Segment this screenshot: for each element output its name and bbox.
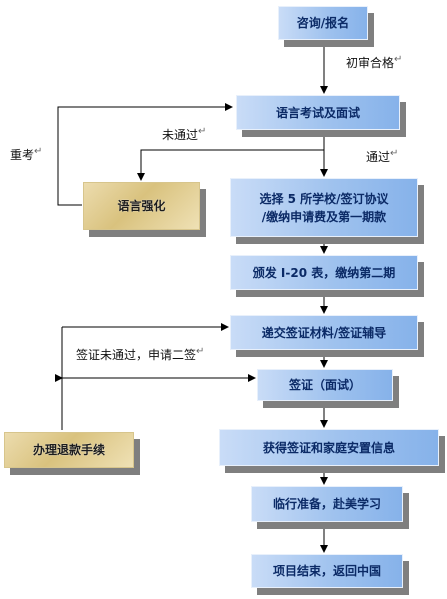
node-submit-visa-text: 递交签证材料/签证辅导	[261, 325, 387, 340]
node-consult-text: 咨询/报名	[296, 16, 350, 30]
node-language-boost-text: 语言强化	[117, 199, 166, 213]
node-visa-interview: 签证（面试）	[257, 369, 393, 401]
node-visa-info-text: 获得签证和家庭安置信息	[262, 440, 395, 455]
node-end: 项目结束，返回中国	[251, 554, 403, 588]
label-not-pass-text: 未通过	[162, 128, 199, 142]
label-initial-pass: 初审合格↵	[346, 54, 403, 71]
node-select-line1: 选择 5 所学校/签订协议	[259, 191, 389, 206]
node-refund-text: 办理退款手续	[32, 443, 105, 457]
arrow-retake	[57, 103, 233, 206]
label-not-pass: 未通过↵	[162, 126, 207, 143]
node-prepare-text: 临行准备，赴美学习	[272, 497, 381, 511]
label-retake-text: 重考	[10, 148, 35, 162]
node-language-boost: 语言强化	[83, 182, 200, 230]
label-initial-pass-text: 初审合格	[346, 56, 395, 70]
node-visa-interview-text: 签证（面试）	[288, 378, 361, 392]
node-select-schools: 选择 5 所学校/签订协议 /缴纳申请费及第一期款	[230, 178, 418, 237]
node-language-test: 语言考试及面试	[236, 95, 400, 130]
node-language-test-text: 语言考试及面试	[275, 105, 360, 120]
node-visa-info: 获得签证和家庭安置信息	[219, 429, 439, 466]
node-issue-i20: 颁发 I-20 表，缴纳第二期	[230, 255, 418, 290]
node-submit-visa: 递交签证材料/签证辅导	[230, 315, 418, 350]
node-end-text: 项目结束，返回中国	[272, 564, 381, 578]
label-pass-text: 通过	[366, 150, 391, 164]
node-refund: 办理退款手续	[4, 432, 134, 468]
label-pass: 通过↵	[366, 148, 399, 165]
label-visa-fail: 签证未通过，申请二签↵	[76, 346, 205, 363]
label-visa-fail-text: 签证未通过，申请二签	[76, 348, 197, 362]
node-consult: 咨询/报名	[278, 6, 368, 40]
arrow-not-pass	[137, 149, 324, 181]
node-issue-i20-text: 颁发 I-20 表，缴纳第二期	[252, 265, 396, 280]
label-retake: 重考↵	[10, 146, 43, 163]
node-prepare: 临行准备，赴美学习	[251, 486, 403, 522]
node-select-line2: /缴纳申请费及第一期款	[261, 209, 387, 224]
